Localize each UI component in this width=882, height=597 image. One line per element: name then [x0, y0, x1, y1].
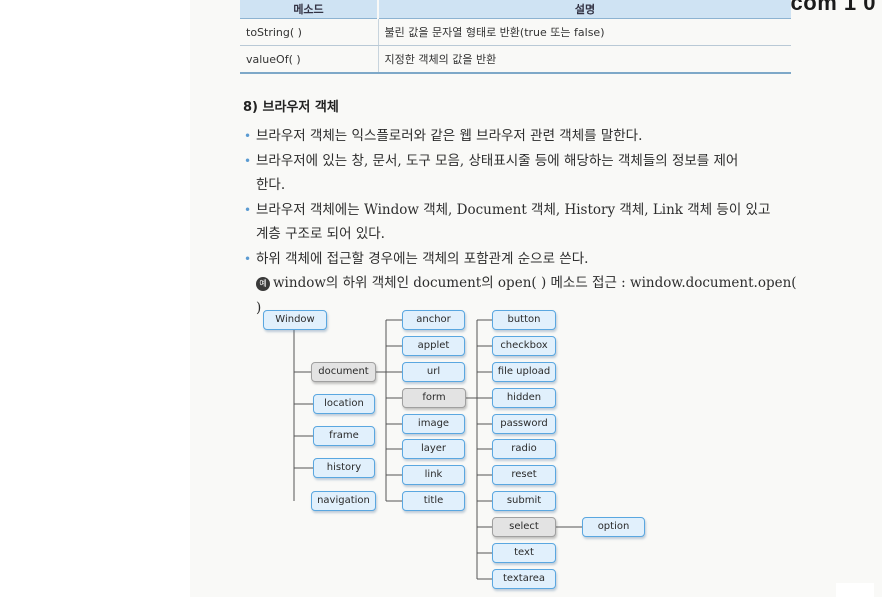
- corner-overlay: [836, 583, 874, 597]
- example-icon: 예: [256, 277, 270, 291]
- node-anchor: anchor: [402, 310, 465, 330]
- left-margin: [0, 0, 190, 597]
- bullet-dot-icon: •: [244, 153, 252, 168]
- bullet-dot-icon: •: [244, 251, 252, 266]
- list-item: • 브라우저 객체는 익스플로러와 같은 웹 브라우저 관련 객체를 말한다.: [243, 124, 803, 149]
- bullet-list: • 브라우저 객체는 익스플로러와 같은 웹 브라우저 관련 객체를 말한다. …: [243, 124, 803, 320]
- node-history: history: [313, 458, 375, 478]
- table-row: valueOf( ) 지정한 객체의 값을 반환: [240, 45, 791, 74]
- node-password: password: [492, 414, 556, 434]
- node-image: image: [402, 414, 465, 434]
- list-item: • 브라우저 객체에는 Window 객체, Document 객체, Hist…: [243, 198, 803, 247]
- node-location: location: [313, 394, 375, 414]
- node-button: button: [492, 310, 556, 330]
- node-title: title: [402, 491, 465, 511]
- node-document: document: [311, 362, 376, 382]
- table-header-row: 메소드 설명: [240, 0, 791, 19]
- table-cell-method: toString( ): [240, 18, 379, 46]
- node-url: url: [402, 362, 465, 382]
- node-navigation: navigation: [311, 491, 376, 511]
- method-table: 메소드 설명 toString( ) 불린 값을 문자열 형태로 반환(true…: [240, 0, 791, 74]
- node-window: Window: [263, 310, 327, 330]
- list-item-text: 브라우저 객체는 익스플로러와 같은 웹 브라우저 관련 객체를 말한다.: [256, 128, 643, 144]
- node-hidden: hidden: [492, 388, 556, 408]
- node-frame: frame: [313, 426, 375, 446]
- table-header-description: 설명: [378, 0, 791, 19]
- list-item: • 하위 객체에 접근할 경우에는 객체의 포함관계 순으로 쓴다.: [243, 247, 803, 272]
- node-link: link: [402, 465, 465, 485]
- node-checkbox: checkbox: [492, 336, 556, 356]
- node-radio: radio: [492, 439, 556, 459]
- section-title: 8) 브라우저 객체: [243, 100, 339, 115]
- list-item-text-continued: 한다.: [256, 177, 286, 193]
- list-item-text: 브라우저 객체에는 Window 객체, Document 객체, Histor…: [256, 201, 771, 218]
- list-item-text: 하위 객체에 접근할 경우에는 객체의 포함관계 순으로 쓴다.: [256, 250, 589, 267]
- node-text: text: [492, 543, 556, 563]
- node-option: option: [582, 517, 645, 537]
- table-header-method: 메소드: [240, 0, 379, 19]
- node-submit: submit: [492, 491, 556, 511]
- node-form: form: [402, 388, 466, 408]
- list-item-text: 브라우저에 있는 창, 문서, 도구 모음, 상태표시줄 등에 해당하는 객체들…: [256, 152, 739, 169]
- node-textarea: textarea: [492, 569, 556, 589]
- table-cell-method: valueOf( ): [240, 45, 379, 74]
- node-reset: reset: [492, 465, 556, 485]
- node-layer: layer: [402, 439, 465, 459]
- node-select: select: [492, 517, 556, 537]
- table-row: toString( ) 불린 값을 문자열 형태로 반환(true 또는 fal…: [240, 18, 791, 46]
- table-cell-description: 불린 값을 문자열 형태로 반환(true 또는 false): [378, 18, 791, 46]
- bullet-dot-icon: •: [244, 202, 252, 217]
- list-item-text-continued: 계층 구조로 되어 있다.: [256, 226, 385, 242]
- node-applet: applet: [402, 336, 465, 356]
- list-item: • 브라우저에 있는 창, 문서, 도구 모음, 상태표시줄 등에 해당하는 객…: [243, 149, 803, 198]
- example-text: window의 하위 객체인 document의 open( ) 메소드 접근 …: [256, 275, 797, 316]
- bullet-dot-icon: •: [244, 129, 252, 143]
- node-file-upload: file upload: [492, 362, 556, 382]
- table-cell-description: 지정한 객체의 값을 반환: [378, 45, 791, 74]
